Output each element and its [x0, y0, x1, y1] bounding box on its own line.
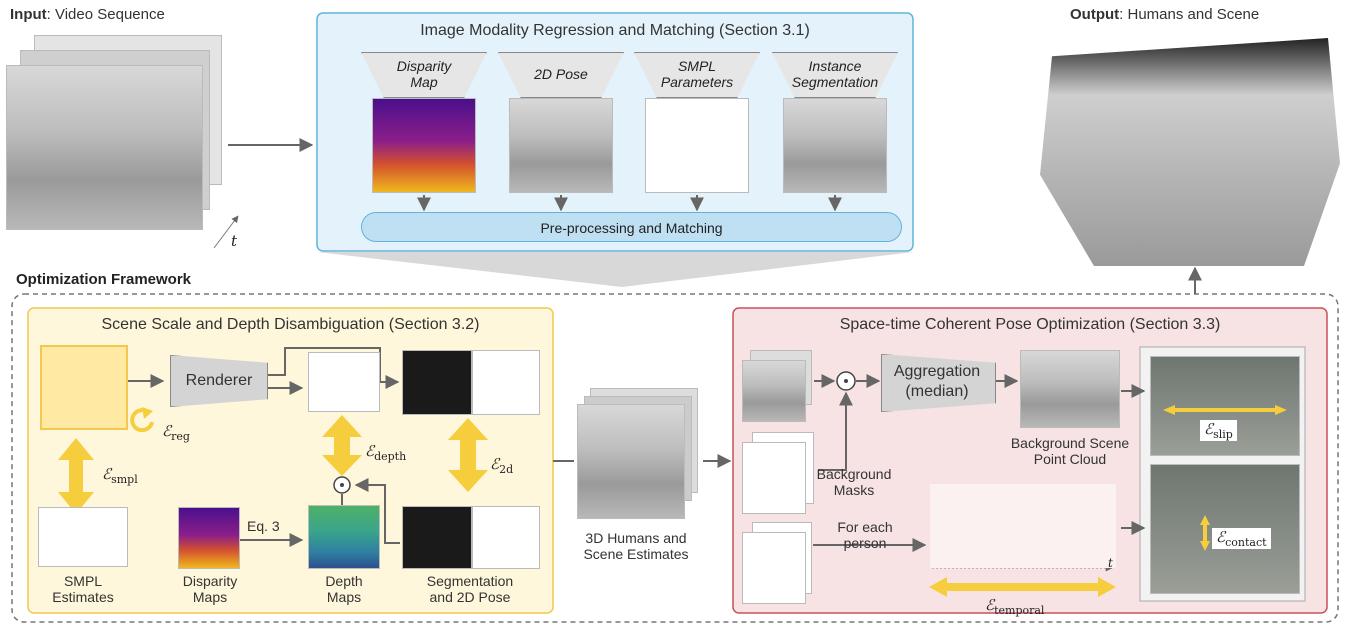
- renderer-to-seg-arrow: [267, 347, 400, 389]
- reg-energy-label: ℰreg: [162, 422, 190, 443]
- optimization-framework-box: [11, 293, 1339, 623]
- pose-input-image: [472, 506, 540, 569]
- smpl-estimates-image: [38, 507, 128, 567]
- rendered-depth-image: [308, 352, 380, 412]
- smpl-module: [634, 52, 760, 98]
- aggregation-label: Aggregation(median): [893, 363, 981, 400]
- smpl-estimate-render: [40, 345, 128, 430]
- masks-to-odot-arrow: [818, 391, 853, 471]
- temporal-time-symbol: t: [1108, 556, 1113, 570]
- disparity-maps-image: [178, 507, 240, 569]
- background-masks-image: [742, 442, 806, 514]
- aggregation-box: [881, 354, 996, 412]
- disparity-image: [372, 98, 476, 193]
- time-symbol: t: [231, 232, 238, 250]
- segmentation-image: [783, 98, 887, 193]
- scene-estimate-image: [577, 404, 685, 519]
- temporal-energy-label: ℰtemporal: [985, 596, 1045, 617]
- time-axis-arrow: [213, 215, 239, 249]
- depth-maps-image: [308, 505, 380, 569]
- segmentation-module-label: Instance Segmentation: [791, 58, 879, 90]
- smpl-image: [645, 98, 749, 193]
- smpl-energy-arrow: [58, 438, 94, 514]
- per-person-image: [742, 532, 806, 604]
- depth-energy-label: ℰdepth: [365, 442, 407, 463]
- rendered-silhouette-image: [402, 350, 472, 415]
- slip-energy-label: ℰslip: [1200, 420, 1237, 441]
- rendered-pose-image: [472, 350, 540, 415]
- top-panel-title: Image Modality Regression and Matching (…: [420, 22, 810, 39]
- temporal-sequence-image: [930, 484, 1116, 568]
- contact-arrow: [1200, 515, 1210, 551]
- right-panel-title: Space-time Coherent Pose Optimization (S…: [839, 316, 1221, 333]
- smpl-module-label: SMPL Parameters: [660, 58, 734, 90]
- segmentation-input-image: [402, 506, 472, 569]
- reg-cycle-arrow: [130, 408, 154, 433]
- disparity-module-label: Disparity Map: [396, 58, 452, 90]
- segmentation-module: [772, 52, 898, 98]
- smpl-energy-label: ℰsmpl: [102, 465, 138, 486]
- frames-stack: [742, 360, 806, 422]
- twod-energy-arrow: [448, 418, 488, 492]
- matching-bar: Pre-processing and Matching: [361, 212, 902, 242]
- pose2d-module: [498, 52, 624, 98]
- output-scene-image: [1040, 38, 1340, 266]
- temporal-energy-arrow: [929, 577, 1116, 597]
- output-label: Output: Humans and Scene: [1070, 6, 1260, 23]
- eq3-label: Eq. 3: [247, 518, 280, 534]
- twod-energy-label: ℰ2d: [490, 455, 514, 476]
- input-video-frame: [6, 65, 203, 230]
- slip-arrow: [1163, 402, 1287, 415]
- renderer-label: Renderer: [185, 372, 253, 389]
- left-panel-title: Scene Scale and Depth Disambiguation (Se…: [101, 316, 480, 333]
- pose2d-image: [509, 98, 613, 193]
- seg-to-depth-arrow: [354, 478, 400, 544]
- optimization-framework-label: Optimization Framework: [16, 271, 192, 288]
- background-point-cloud-image: [1020, 350, 1120, 428]
- input-label: Input: Video Sequence: [10, 6, 165, 23]
- depth-energy-arrow: [322, 415, 362, 476]
- funnel-shape: [317, 252, 913, 287]
- contact-energy-label: ℰcontact: [1212, 528, 1271, 549]
- disparity-module: [361, 52, 487, 98]
- pose2d-module-label: 2D Pose: [534, 66, 588, 82]
